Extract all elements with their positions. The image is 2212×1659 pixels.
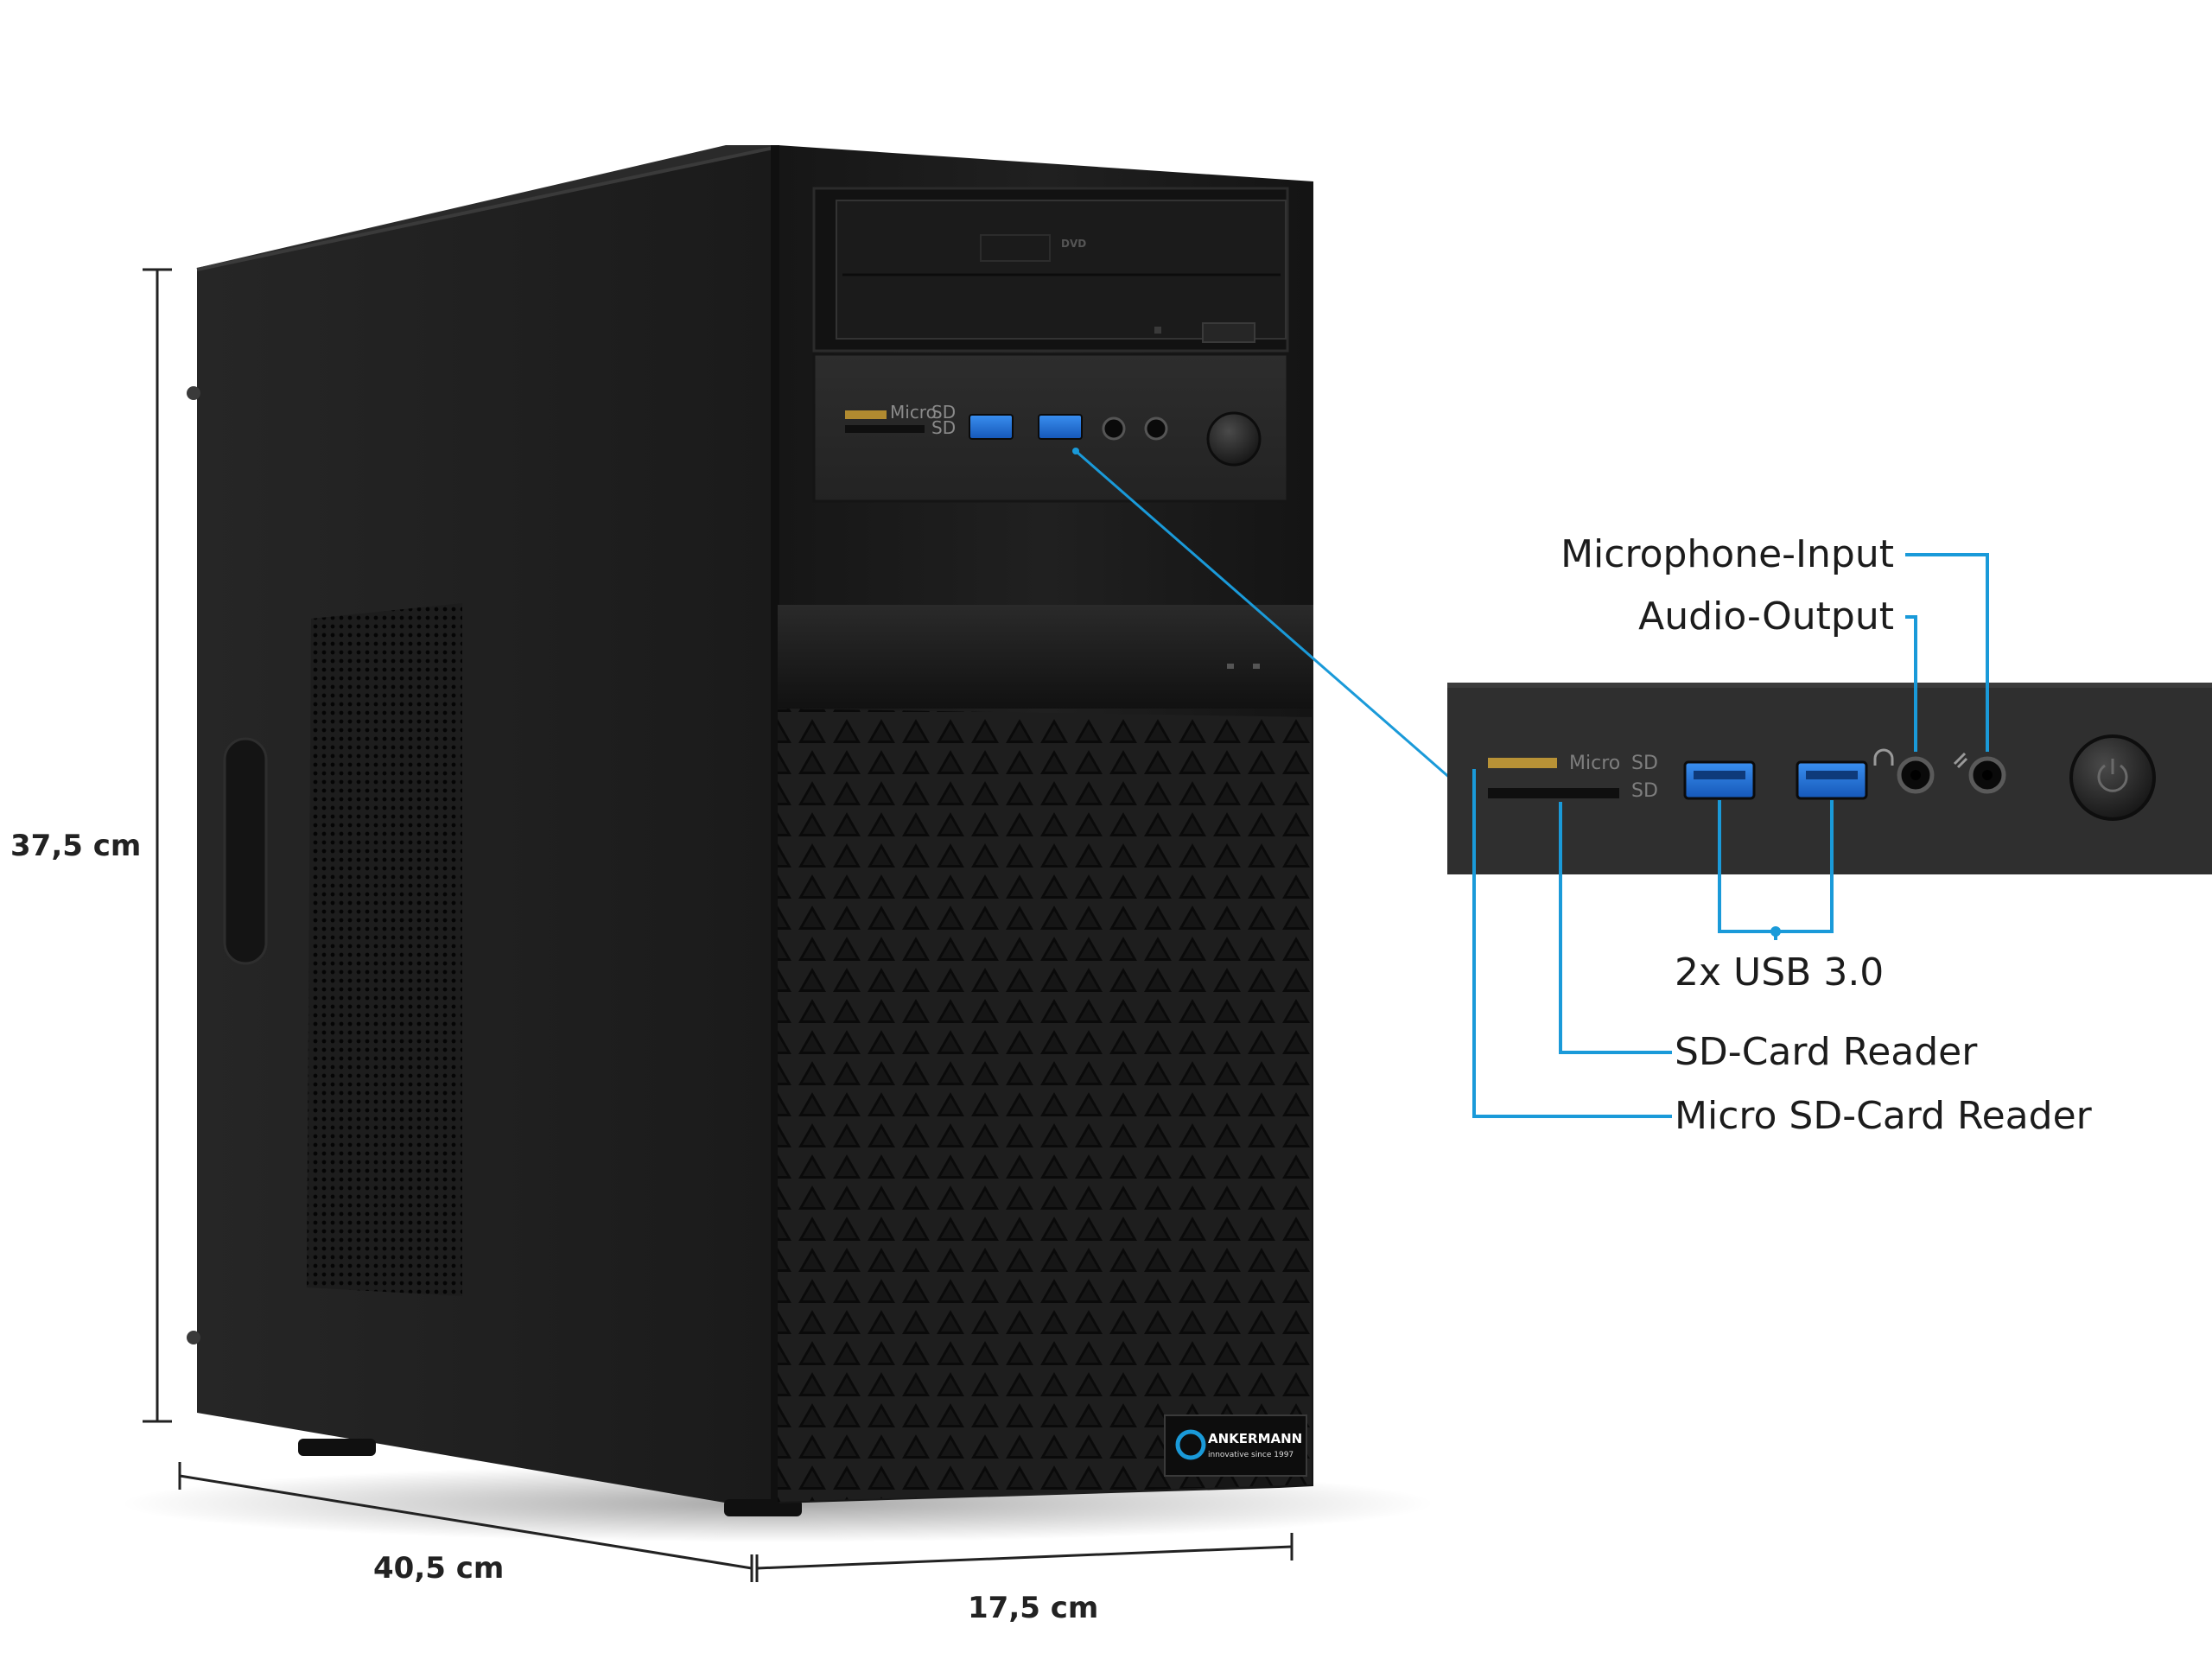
height-label: 37,5 cm xyxy=(10,829,141,863)
dimension-depth xyxy=(178,1462,753,1582)
power-button[interactable] xyxy=(2069,734,2156,821)
side-vent xyxy=(307,603,462,1296)
callout-microphone-input: Microphone-Input xyxy=(1560,532,1894,576)
width-label: 17,5 cm xyxy=(968,1591,1098,1625)
sd-text-bottom: SD xyxy=(1631,780,1658,802)
headphone-icon xyxy=(1873,748,1894,766)
mic-jack-small[interactable] xyxy=(1144,416,1168,441)
callout-sd-card-reader: SD-Card Reader xyxy=(1675,1030,1978,1074)
audio-jack-small[interactable] xyxy=(1102,416,1126,441)
case-side-panel xyxy=(197,147,778,1507)
usb-port-2[interactable] xyxy=(1796,760,1868,800)
usb-port-small-1[interactable] xyxy=(969,414,1014,440)
dvd-logo: DVD xyxy=(1061,238,1086,250)
dimension-width xyxy=(755,1533,1294,1582)
power-icon xyxy=(2097,759,2128,792)
callout-micro-sd-card-reader: Micro SD-Card Reader xyxy=(1675,1094,2093,1138)
svg-text:SD: SD xyxy=(931,402,956,423)
micro-sd-slot[interactable] xyxy=(1488,788,1619,798)
micro-text: Micro xyxy=(1569,753,1620,774)
brand-tagline: innovative since 1997 xyxy=(1208,1451,1294,1459)
zoomed-io-panel: Micro SD SD xyxy=(1447,683,2212,874)
depth-label: 40,5 cm xyxy=(373,1551,504,1586)
brand-logo-icon xyxy=(1175,1429,1206,1460)
eject-button[interactable] xyxy=(1202,322,1255,343)
svg-text:Micro: Micro xyxy=(890,402,937,423)
svg-text:SD: SD xyxy=(931,417,956,438)
dimension-height xyxy=(143,268,172,1423)
brand-badge: ANKERMANN innovative since 1997 xyxy=(1164,1414,1307,1477)
power-button-small[interactable] xyxy=(1206,411,1262,467)
dvd-drive xyxy=(836,200,1287,340)
sd-card-slot[interactable] xyxy=(1488,758,1557,768)
sd-slot-small[interactable] xyxy=(845,410,887,419)
callout-audio-output: Audio-Output xyxy=(1638,594,1894,639)
microphone-icon xyxy=(1953,752,1968,769)
front-strip xyxy=(778,605,1313,709)
callout-usb: 2x USB 3.0 xyxy=(1675,950,1884,995)
usb-port-1[interactable] xyxy=(1683,760,1756,800)
pc-case: DVD Micro SD SD ANKERMANN innovative sin… xyxy=(187,145,1313,1516)
front-mesh xyxy=(778,709,1312,1502)
side-handle xyxy=(223,737,268,965)
usb-port-small-2[interactable] xyxy=(1038,414,1083,440)
sd-text-top: SD xyxy=(1631,753,1658,774)
brand-name: ANKERMANN xyxy=(1208,1431,1302,1446)
microsd-slot-small[interactable] xyxy=(845,425,925,433)
zoom-pointer xyxy=(1075,449,1452,781)
